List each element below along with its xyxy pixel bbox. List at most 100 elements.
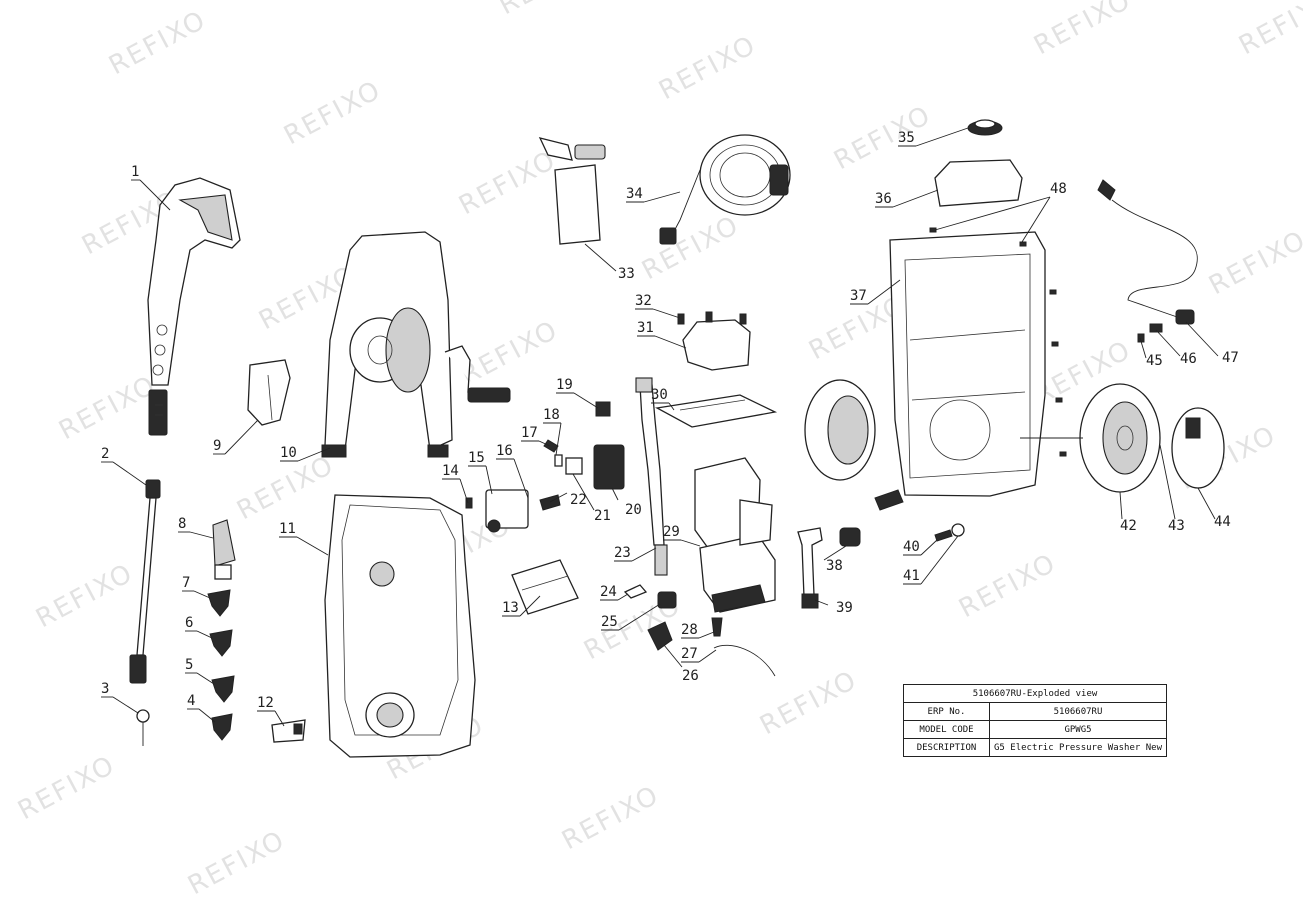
part-screws-48 xyxy=(929,227,1067,457)
part-screws-32 xyxy=(677,311,747,325)
callout-7: 7 xyxy=(182,575,190,591)
part-motor-cap xyxy=(682,319,751,371)
callout-8: 8 xyxy=(178,516,186,532)
row-label-model: MODEL CODE xyxy=(902,720,991,739)
callout-14: 14 xyxy=(442,463,459,479)
callout-46: 46 xyxy=(1180,351,1197,367)
watermark-text: REFIXO xyxy=(557,780,664,856)
watermark-text: REFIXO xyxy=(637,210,744,286)
callout-10: 10 xyxy=(280,445,297,461)
callout-18: 18 xyxy=(543,407,560,423)
watermark-text: REFIXO xyxy=(31,558,138,634)
table-row: DESCRIPTION G5 Electric Pressure Washer … xyxy=(902,738,1167,757)
callout-30: 30 xyxy=(651,387,668,403)
part-front-housing xyxy=(324,494,476,758)
watermark-text: REFIXO xyxy=(1029,0,1136,61)
callout-37: 37 xyxy=(850,288,867,304)
callout-25: 25 xyxy=(601,614,618,630)
callout-47: 47 xyxy=(1222,350,1239,366)
callout-6: 6 xyxy=(185,615,193,631)
watermark-text: REFIXO xyxy=(954,548,1061,624)
watermark-text: REFIXO xyxy=(104,5,211,81)
callout-3: 3 xyxy=(101,681,109,697)
row-label-erp: ERP No. xyxy=(902,702,991,721)
callout-12: 12 xyxy=(257,695,274,711)
callout-45: 45 xyxy=(1146,353,1163,369)
callout-23: 23 xyxy=(614,545,631,561)
callout-21: 21 xyxy=(594,508,611,524)
leader-lines xyxy=(101,127,1219,727)
part-lance xyxy=(129,479,161,684)
part-outlet-fitting xyxy=(839,527,861,547)
callout-28: 28 xyxy=(681,622,698,638)
callout-43: 43 xyxy=(1168,518,1185,534)
part-inlet-tube xyxy=(635,377,668,576)
part-hose-coil xyxy=(659,134,791,245)
callout-16: 16 xyxy=(496,443,513,459)
watermark-text: REFIXO xyxy=(232,450,339,526)
part-hubcap xyxy=(1171,407,1225,489)
callout-33: 33 xyxy=(618,266,635,282)
part-axle-hardware xyxy=(874,489,965,542)
callout-22: 22 xyxy=(570,492,587,508)
part-wheel-left xyxy=(804,379,876,481)
callout-36: 36 xyxy=(875,191,892,207)
watermark-text: REFIXO xyxy=(1204,225,1303,301)
part-cover-plate xyxy=(511,559,579,615)
row-value-erp: 5106607RU xyxy=(989,702,1167,721)
part-rear-housing xyxy=(889,231,1046,497)
row-value-model: GPWG5 xyxy=(989,720,1167,739)
callout-44: 44 xyxy=(1214,514,1231,530)
callout-15: 15 xyxy=(468,450,485,466)
part-cleaning-needle xyxy=(136,709,150,746)
callout-31: 31 xyxy=(637,320,654,336)
watermark-text: REFIXO xyxy=(829,100,936,176)
callout-13: 13 xyxy=(502,600,519,616)
part-nozzles xyxy=(207,589,235,741)
part-wheel-right xyxy=(1020,383,1161,493)
part-power-cord xyxy=(1097,179,1198,343)
callout-24: 24 xyxy=(600,584,617,600)
callout-4: 4 xyxy=(187,693,195,709)
callout-11: 11 xyxy=(279,521,296,537)
callout-29: 29 xyxy=(663,524,680,540)
part-tank-cap xyxy=(967,119,1003,136)
callout-41: 41 xyxy=(903,568,920,584)
part-detergent-tank xyxy=(934,159,1023,207)
callout-9: 9 xyxy=(213,438,221,454)
callout-5: 5 xyxy=(185,657,193,673)
table-title: 5106607RU-Exploded view xyxy=(903,684,1167,703)
watermark-text: REFIXO xyxy=(494,0,601,21)
table-row: ERP No. 5106607RU xyxy=(902,702,1167,721)
part-motor-pump xyxy=(694,457,776,613)
part-clip xyxy=(271,719,306,743)
callout-20: 20 xyxy=(625,502,642,518)
watermark-text: REFIXO xyxy=(13,750,120,826)
part-turbo-nozzle xyxy=(212,519,236,580)
callout-1: 1 xyxy=(131,164,139,180)
watermark-text: REFIXO xyxy=(654,30,761,106)
callout-40: 40 xyxy=(903,539,920,555)
watermark-text: REFIXO xyxy=(183,825,290,901)
callout-34: 34 xyxy=(626,186,643,202)
part-elbow-fitting xyxy=(797,527,823,609)
callout-32: 32 xyxy=(635,293,652,309)
callout-39: 39 xyxy=(836,600,853,616)
part-frame-reel xyxy=(321,231,511,458)
parts-info-table: 5106607RU-Exploded view ERP No. 5106607R… xyxy=(902,684,1167,757)
watermark-text: REFIXO xyxy=(279,75,386,151)
callout-27: 27 xyxy=(681,646,698,662)
callout-48: 48 xyxy=(1050,181,1067,197)
watermark-text: REFIXO xyxy=(755,665,862,741)
callout-19: 19 xyxy=(556,377,573,393)
watermark-text: REFIXO xyxy=(54,370,161,446)
watermark-text: REFIXO xyxy=(1234,0,1303,61)
part-motor-cover-base xyxy=(655,394,778,428)
callout-35: 35 xyxy=(898,130,915,146)
callout-42: 42 xyxy=(1120,518,1137,534)
watermark-text: REFIXO xyxy=(456,315,563,391)
part-switch-assembly xyxy=(465,401,625,533)
callout-17: 17 xyxy=(521,425,538,441)
